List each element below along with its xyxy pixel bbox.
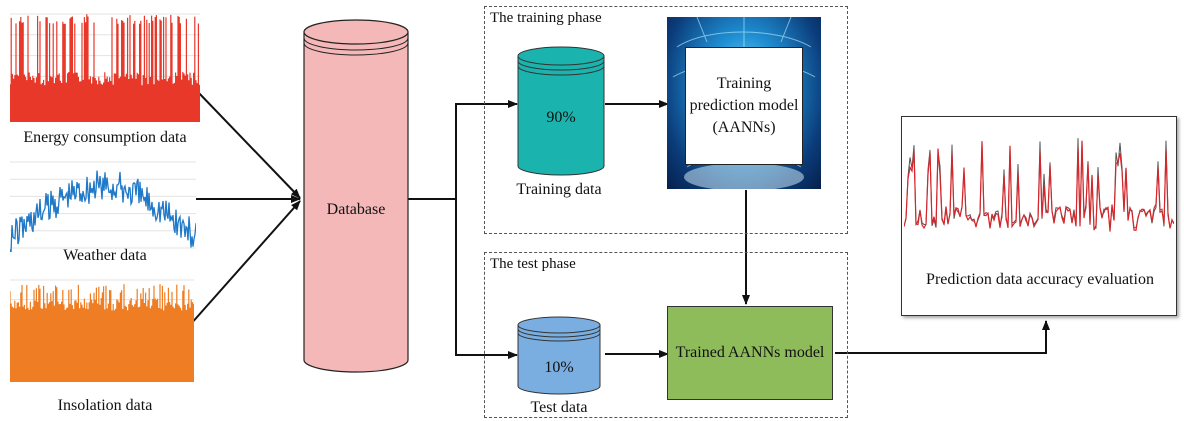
training-data-cylinder <box>517 46 605 176</box>
neural-network-image: Training prediction model (AANNs) <box>667 17 821 189</box>
arrow-to-test-data <box>455 199 518 359</box>
energy-consumption-label: Energy consumption data <box>23 129 187 146</box>
training-data-percent: 90% <box>546 109 576 126</box>
insolation-label: Insolation data <box>57 397 153 414</box>
weather-plot <box>10 161 196 252</box>
prediction-plot <box>904 138 1174 232</box>
training-phase-title: The training phase <box>490 10 602 26</box>
training-model-box: Training prediction model (AANNs) <box>685 47 803 165</box>
trained-model-box: Trained AANNs model <box>667 306 833 400</box>
test-phase-title: The test phase <box>490 256 576 272</box>
test-data-caption: Test data <box>530 399 588 416</box>
arrow-energy-to-database <box>195 89 301 199</box>
database-label: Database <box>326 201 386 218</box>
prediction-result-box: Prediction data accuracy evaluation <box>901 116 1177 316</box>
arrow-insolation-to-database <box>189 200 301 326</box>
database-cylinder <box>303 19 409 373</box>
arrow-to-evaluation <box>835 320 1050 354</box>
test-phase-box <box>484 252 848 418</box>
prediction-result-label: Prediction data accuracy evaluation <box>926 271 1154 288</box>
arrow-to-training-data <box>455 100 518 199</box>
training-phase-box <box>484 6 848 234</box>
insolation-plot <box>10 279 194 382</box>
energy-consumption-plot <box>10 13 200 122</box>
test-data-percent: 10% <box>544 359 574 376</box>
test-data-cylinder <box>517 316 601 395</box>
training-data-caption: Training data <box>516 181 602 198</box>
weather-label: Weather data <box>63 247 147 264</box>
